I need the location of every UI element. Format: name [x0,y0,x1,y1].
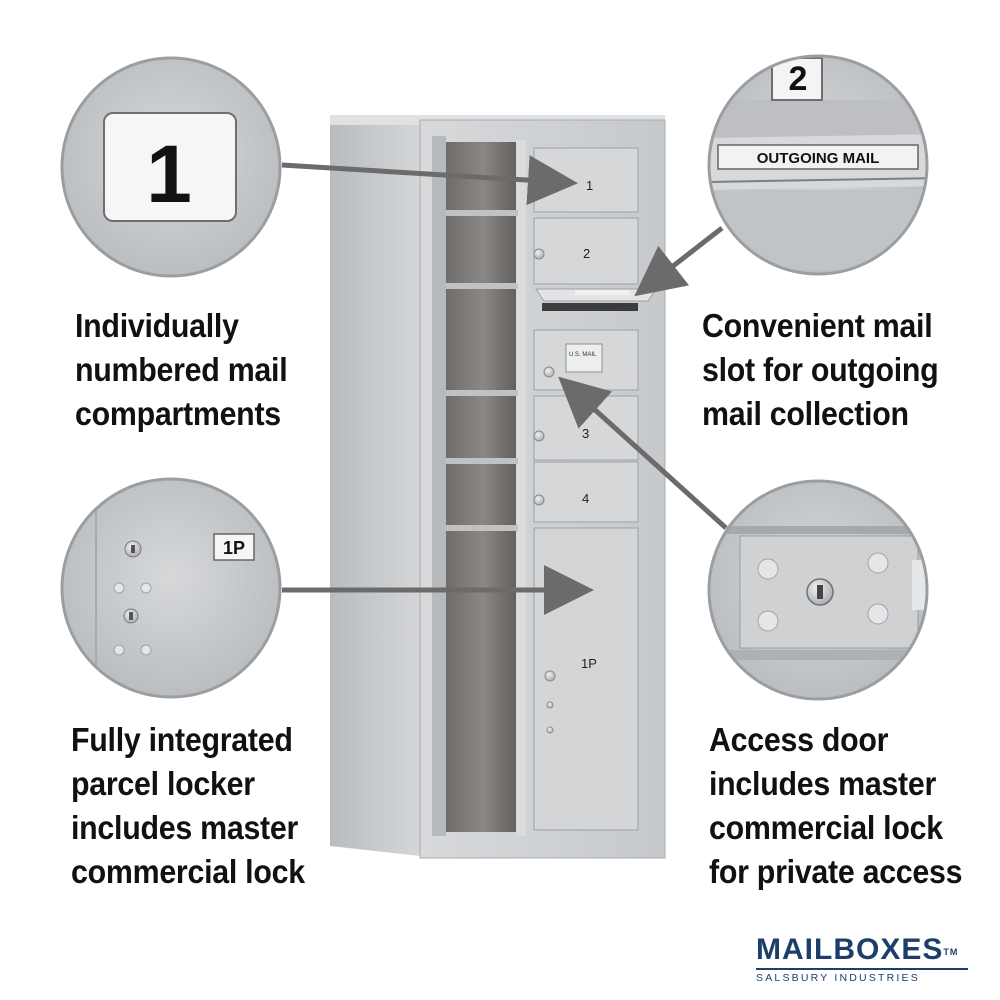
zoom-outgoing-number: 2 [789,60,808,98]
logo-wordmark: MAILBOXESTM [756,934,976,966]
interior-shelves [446,210,518,531]
callout-outgoing-mail-slot: Convenient mail slot for outgoing mail c… [702,304,939,436]
callout-line: mail collection [702,395,909,432]
door-2 [533,217,639,285]
zoom-number-plate: 1 [60,56,282,278]
callout-line: Access door [709,721,889,758]
callout-line: Fully integrated [71,721,293,758]
number-tag-2 [771,57,823,101]
mailbox-side-panel [330,122,420,856]
access-door-lock [757,552,889,632]
callout-line: Individually [75,307,239,344]
parcel-lock-icons [113,540,152,656]
callout-line: Convenient mail [702,307,933,344]
callout-line: commercial lock [71,853,305,890]
access-plate-text: U.S. MAIL [569,352,597,358]
callout-line: numbered mail [75,351,288,388]
logo-trademark: TM [943,947,959,957]
slot-label-strip [575,290,629,295]
door-4 [533,461,639,523]
logo-name: MAILBOXES [756,933,944,966]
callout-line: includes master [71,809,299,846]
callout-parcel-locker: Fully integrated parcel locker includes … [71,718,305,894]
callout-arrows [281,155,728,615]
callout-line: slot for outgoing [702,351,939,388]
number-plate [103,112,237,222]
open-master-door-edge [432,136,446,836]
zoom-outgoing-mail: 2 OUTGOING MAIL [707,54,929,276]
door-4-number: 4 [582,491,589,506]
outgoing-plate-text: OUTGOING MAIL [757,150,880,167]
outgoing-slot-opening [542,303,638,311]
callout-line: for private access [709,853,963,890]
zoom-door-number: 1 [146,129,192,220]
parcel-tag [213,533,255,561]
callout-line: commercial lock [709,809,943,846]
mailbox-unit: 1 2 3 4 1P U.S. MAIL [330,115,666,859]
outgoing-plate [717,144,919,170]
access-door-plate [565,343,603,373]
callout-numbered-compartments: Individually numbered mail compartments [75,304,288,436]
arrow-outgoing [634,226,724,297]
door-3-number: 3 [582,426,589,441]
brand-logo: MAILBOXESTM SALSBURY INDUSTRIES [756,934,976,984]
zoom-parcel-locker: 1P [60,477,282,699]
callout-line: parcel locker [71,765,255,802]
parcel-number: 1P [581,656,597,671]
arrow-access [558,376,728,530]
door-1-number: 1 [586,178,593,193]
door-hinge-strip [516,140,526,836]
callout-line: compartments [75,395,281,432]
door-locks [533,248,556,734]
door-2-number: 2 [583,246,590,261]
mailbox-interior [446,142,520,832]
logo-subtitle: SALSBURY INDUSTRIES [756,968,968,984]
arrow-numbered [281,155,578,206]
zoom-parcel-label: 1P [223,538,245,558]
zoom-access-door [707,479,929,701]
callout-access-door: Access door includes master commercial l… [709,718,963,894]
callout-line: includes master [709,765,937,802]
